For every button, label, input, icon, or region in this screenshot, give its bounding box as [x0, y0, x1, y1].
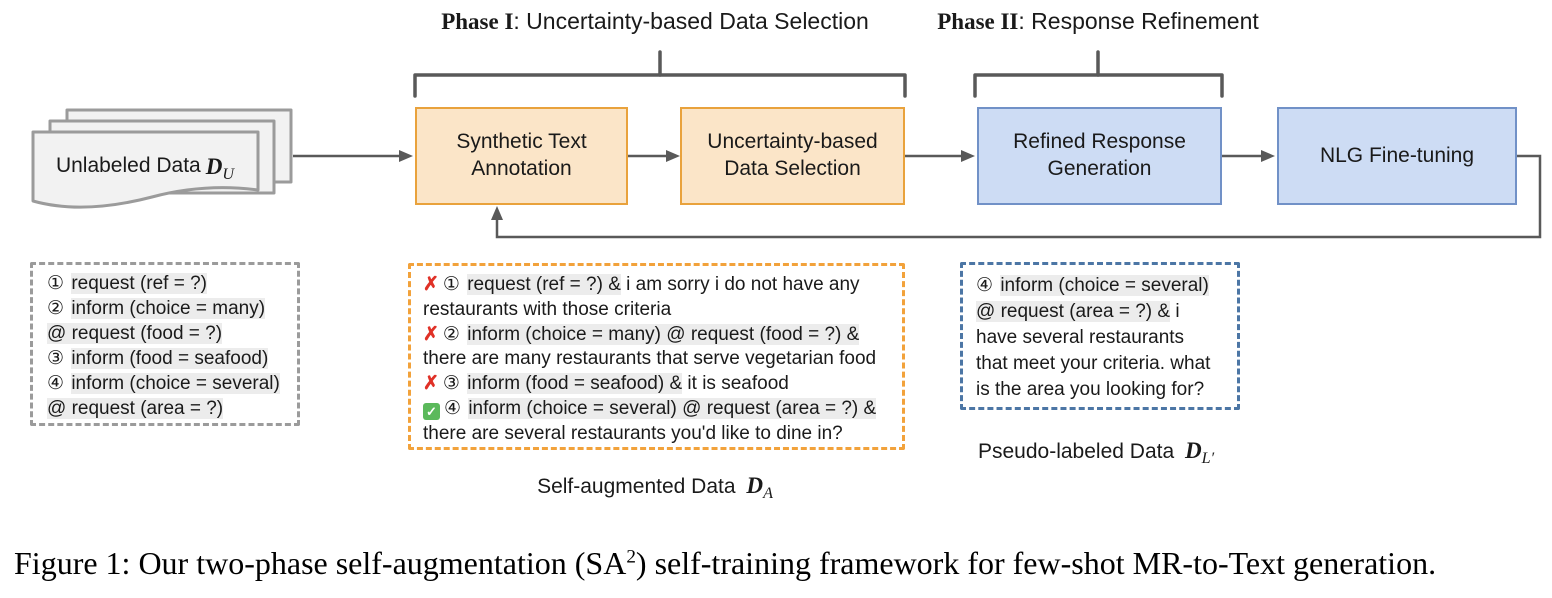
mr-text: @ request (food = ?): [47, 323, 223, 344]
reject-cross-icon: ✗: [423, 373, 439, 395]
annotated-example: ✗③ inform (food = seafood) & it is seafo…: [423, 373, 789, 395]
circled-number-icon: ②: [47, 298, 70, 319]
self-augmented-data-label: Self-augmented Data DA: [505, 472, 805, 502]
circled-number-icon: ①: [47, 273, 70, 294]
flow-box-label: Refined Response Generation: [1013, 130, 1186, 180]
accept-check-icon: ✓: [423, 402, 440, 420]
phase1-label-bold: Phase I: [441, 9, 514, 34]
circled-number-icon: ②: [442, 323, 466, 345]
reject-cross-icon: ✗: [423, 323, 439, 345]
unlabeled-data-stack-label: Unlabeled Data DU: [36, 146, 254, 186]
mr-text: inform (choice = many) @ request (food =…: [467, 323, 860, 345]
circled-number-icon: ③: [47, 348, 70, 369]
self-augmented-data-text: Self-augmented Data: [537, 475, 736, 498]
unlabeled-data-example-box: ① request (ref = ?)② inform (choice = ma…: [30, 262, 300, 426]
pseudo-labeled-data-label: Pseudo-labeled Data DL′: [978, 437, 1215, 467]
mr-text: inform (choice = several) @ request (are…: [976, 275, 1209, 322]
circled-number-icon: ④: [976, 275, 999, 296]
phase1-bracket: [413, 73, 907, 98]
mr-text: request (ref = ?) &: [467, 274, 621, 295]
phase1-label-rest: : Uncertainty-based Data Selection: [513, 8, 869, 34]
mr-text: @ request (area = ?): [47, 398, 224, 419]
phase2-label: Phase II: Response Refinement: [935, 8, 1261, 35]
mr-line: ① request (ref = ?): [47, 271, 297, 296]
circled-number-icon: ④: [47, 373, 70, 394]
caption-pre: Figure 1: Our two-phase self-augmentatio…: [14, 545, 627, 581]
mr-text: inform (choice = several): [71, 373, 280, 394]
pseudo-labeled-data-text: Pseudo-labeled Data: [978, 440, 1175, 463]
circled-number-icon: ①: [442, 274, 466, 295]
pseudo-labeled-example: ④ inform (choice = several) @ request (a…: [976, 275, 1211, 400]
self-augmented-data-example-box: ✗① request (ref = ?) & i am sorry i do n…: [408, 263, 905, 450]
circled-number-icon: ③: [442, 373, 466, 395]
circled-number-icon: ④: [444, 397, 467, 419]
flow-box-label: NLG Fine-tuning: [1319, 143, 1475, 167]
phase1-label: Phase I: Uncertainty-based Data Selectio…: [355, 8, 955, 35]
caption-post: ) self-training framework for few-shot M…: [635, 545, 1437, 581]
annotated-example: ✗② inform (choice = many) @ request (foo…: [423, 323, 877, 370]
flow-box-uncertainty-based-data-selection: Uncertainty-based Data Selection: [680, 107, 905, 205]
flow-box-nlg-fine-tuning: NLG Fine-tuning: [1277, 107, 1517, 205]
mr-text: inform (food = seafood) &: [467, 373, 683, 395]
mr-line: ③ inform (food = seafood): [47, 346, 297, 371]
flow-box-label: Uncertainty-based Data Selection: [707, 130, 878, 180]
figure-caption: Figure 1: Our two-phase self-augmentatio…: [14, 545, 1546, 582]
annotated-example: ✗① request (ref = ?) & i am sorry i do n…: [423, 274, 860, 320]
mr-line: ② inform (choice = many): [47, 296, 297, 321]
mr-line: @ request (food = ?): [47, 321, 297, 346]
flow-box-refined-response-generation: Refined Response Generation: [977, 107, 1222, 205]
caption-superscript: 2: [626, 546, 636, 568]
reject-cross-icon: ✗: [423, 274, 439, 295]
pseudo-labeled-data-example-box: ④ inform (choice = several) @ request (a…: [960, 262, 1240, 410]
flow-box-label: Synthetic Text Annotation: [456, 130, 587, 180]
mr-text: request (ref = ?): [71, 273, 208, 294]
flow-box-synthetic-text-annotation: Synthetic Text Annotation: [415, 107, 628, 205]
math-symbol-DL: DL′: [1184, 437, 1215, 467]
mr-text: inform (food = seafood): [71, 348, 269, 369]
annotated-example: ✓④ inform (choice = several) @ request (…: [423, 397, 877, 444]
unlabeled-data-text: Unlabeled Data: [55, 154, 201, 177]
mr-text: inform (choice = several) @ request (are…: [468, 397, 877, 419]
math-symbol-DA: DA: [746, 472, 773, 502]
phase2-label-bold: Phase II: [937, 9, 1019, 34]
mr-line: @ request (area = ?): [47, 396, 297, 421]
mr-line: ④ inform (choice = several): [47, 371, 297, 396]
math-symbol-D: DU: [205, 152, 235, 183]
phase2-label-rest: : Response Refinement: [1018, 8, 1259, 34]
phase2-bracket: [973, 73, 1224, 98]
mr-text: inform (choice = many): [71, 298, 266, 319]
